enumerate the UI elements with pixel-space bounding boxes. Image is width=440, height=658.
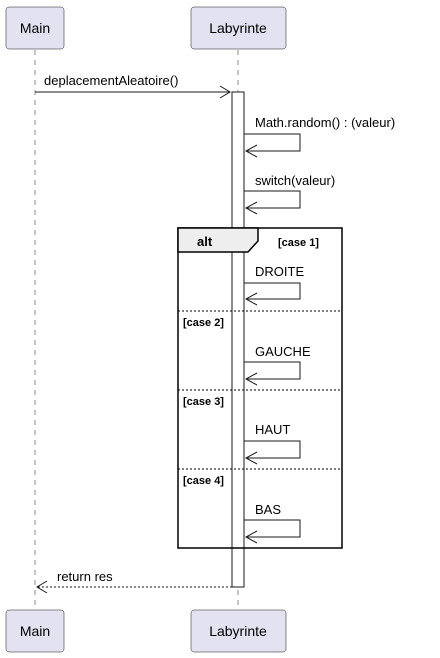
message-gauche: GAUCHE [244, 344, 311, 386]
message-bas: BAS [244, 502, 301, 544]
message-gauche-label: GAUCHE [255, 344, 311, 359]
message-haut: HAUT [244, 422, 301, 465]
participant-main-label: Main [20, 20, 50, 36]
arrow-head-icon [244, 530, 258, 544]
message-return-label: return res [57, 569, 113, 584]
message-haut-label: HAUT [255, 422, 290, 437]
participant-main-top: Main [5, 6, 65, 50]
message-return: return res [36, 569, 232, 594]
message-droite-label: DROITE [255, 264, 304, 279]
message-droite: DROITE [244, 264, 304, 306]
alt-guard-4: [case 4] [183, 475, 224, 487]
message-random: Math.random() : (valeur) [244, 115, 395, 158]
participant-labyrinte-bottom: Labyrinte [190, 609, 287, 653]
alt-guard-3: [case 3] [183, 396, 224, 408]
message-bas-label: BAS [255, 502, 281, 517]
alt-guard-2: [case 2] [183, 317, 224, 329]
message-random-label: Math.random() : (valeur) [255, 115, 395, 130]
arrow-head-icon [244, 451, 258, 465]
message-switch-label: switch(valeur) [255, 173, 335, 188]
message-call: deplacementAleatoire() [35, 73, 231, 99]
message-switch: switch(valeur) [244, 173, 335, 215]
participant-labyrinte-label: Labyrinte [209, 623, 267, 639]
alt-label: alt [197, 234, 213, 249]
alt-guard-1: [case 1] [278, 237, 319, 249]
alt-tab [177, 227, 259, 253]
arrow-head-icon [219, 85, 231, 99]
arrow-head-icon [244, 201, 258, 215]
participant-labyrinte-top: Labyrinte [190, 6, 287, 50]
participant-main-label: Main [20, 623, 50, 639]
participant-main-bottom: Main [5, 609, 65, 653]
activation-bar [231, 91, 245, 588]
alt-fragment: alt [case 1] [case 2] [case 3] [case 4] [177, 227, 343, 549]
participant-labyrinte-label: Labyrinte [209, 20, 267, 36]
arrow-head-icon [244, 372, 258, 386]
arrow-head-icon [244, 292, 258, 306]
message-call-label: deplacementAleatoire() [44, 73, 178, 88]
arrow-head-icon [36, 580, 48, 594]
arrow-head-icon [244, 144, 258, 158]
